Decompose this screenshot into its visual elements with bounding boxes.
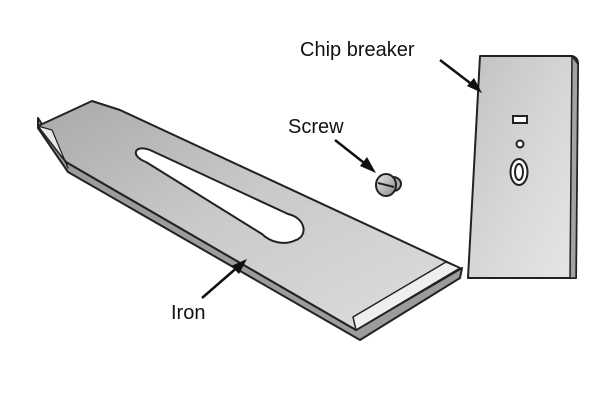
chip-breaker-arrow — [439, 59, 482, 93]
screw-arrow — [334, 139, 376, 173]
chip-breaker-oval-hole — [509, 158, 529, 186]
chip-breaker — [467, 55, 579, 279]
iron-slot — [135, 147, 305, 244]
iron-blade — [37, 100, 463, 341]
iron-cutting-bevel — [352, 261, 461, 331]
screw — [375, 173, 402, 197]
chip-breaker-oval-inner — [514, 163, 524, 181]
chip-breaker-label: Chip breaker — [300, 39, 415, 61]
screw-slot — [377, 182, 395, 188]
chip-breaker-hole — [515, 139, 525, 149]
screw-label: Screw — [288, 116, 344, 138]
chip-breaker-slot-top — [512, 115, 528, 124]
callout-arrows — [201, 59, 482, 299]
iron-arrow — [201, 259, 247, 299]
iron-taper-bevel — [37, 125, 69, 169]
iron-label: Iron — [171, 302, 205, 324]
chip-breaker-side-edge — [569, 55, 579, 279]
